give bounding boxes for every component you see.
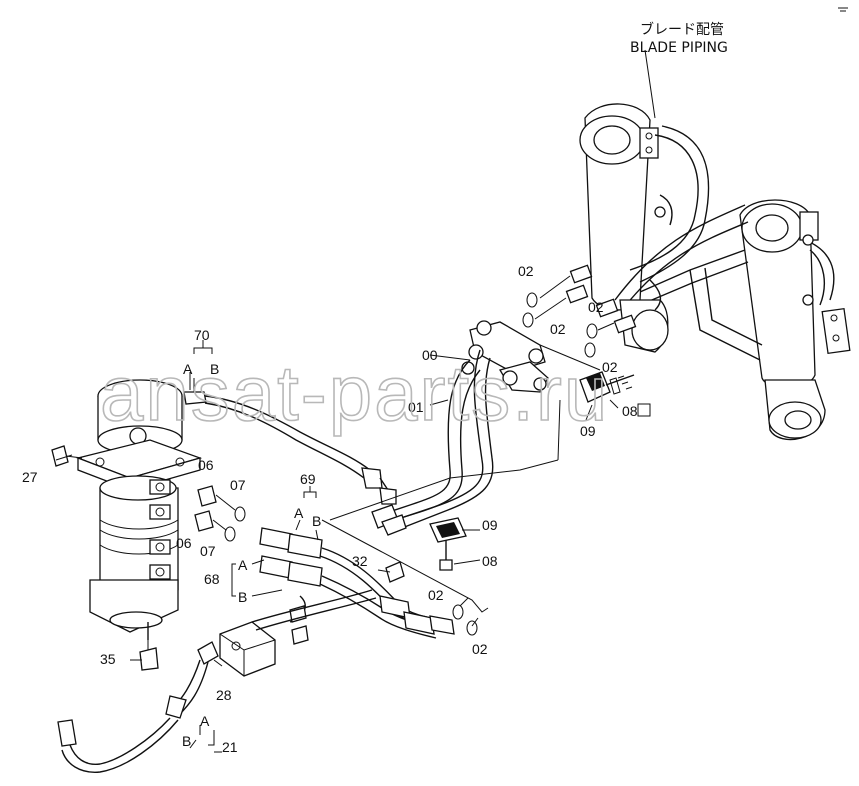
callout-28: 28 — [216, 687, 232, 703]
steel-lines — [371, 349, 494, 536]
hose-70 — [183, 391, 397, 505]
watermark-text: ansat-parts.ru — [100, 349, 609, 437]
callout-02-c: 02 — [588, 299, 604, 315]
callout-02-a: 02 — [518, 263, 534, 279]
fitting-35 — [139, 622, 159, 671]
label-21-b: B — [182, 733, 191, 749]
callout-21: 21 — [222, 739, 238, 755]
callout-02-b: 02 — [550, 321, 566, 337]
callout-32: 32 — [352, 553, 368, 569]
callout-08-b: 08 — [482, 553, 498, 569]
clamp-upper — [579, 371, 635, 403]
callout-69: 69 — [300, 471, 316, 487]
callout-07-b: 07 — [200, 543, 216, 559]
callout-35: 35 — [100, 651, 116, 667]
label-68-a: A — [238, 557, 248, 573]
callout-68: 68 — [204, 571, 220, 587]
hose-21 — [57, 641, 219, 773]
label-70-b: B — [210, 361, 219, 377]
title-japanese: ブレード配管 — [640, 21, 724, 38]
label-70-a: A — [183, 361, 193, 377]
callout-09-b: 09 — [482, 517, 498, 533]
fittings-06-07 — [194, 485, 246, 542]
label-69-b: B — [312, 513, 321, 529]
callout-02-e: 02 — [428, 587, 444, 603]
swivel-joint — [75, 379, 203, 633]
valve-block — [219, 589, 377, 677]
label-69-a: A — [294, 505, 304, 521]
blade-frame — [579, 103, 851, 441]
callout-00: 00 — [422, 347, 438, 363]
clamp-lower — [429, 517, 467, 571]
title-english: BLADE PIPING — [630, 40, 728, 56]
callout-02-f: 02 — [472, 641, 488, 657]
callout-01: 01 — [408, 399, 424, 415]
manifold-fittings — [461, 320, 549, 393]
label-21-a: A — [200, 713, 210, 729]
blade-fittings — [522, 264, 637, 358]
hoses-68-69 — [259, 527, 478, 639]
callout-08-a: 08 — [622, 403, 638, 419]
callout-09-a: 09 — [580, 423, 596, 439]
callout-07-a: 07 — [230, 477, 246, 493]
label-68-b: B — [238, 589, 247, 605]
callout-06-a: 06 — [198, 457, 214, 473]
callout-70: 70 — [194, 327, 210, 343]
fitting-32 — [385, 561, 405, 583]
callout-02-d: 02 — [602, 359, 618, 375]
callout-06-b: 06 — [176, 535, 192, 551]
callout-27: 27 — [22, 469, 38, 485]
leader-lines — [55, 49, 656, 753]
